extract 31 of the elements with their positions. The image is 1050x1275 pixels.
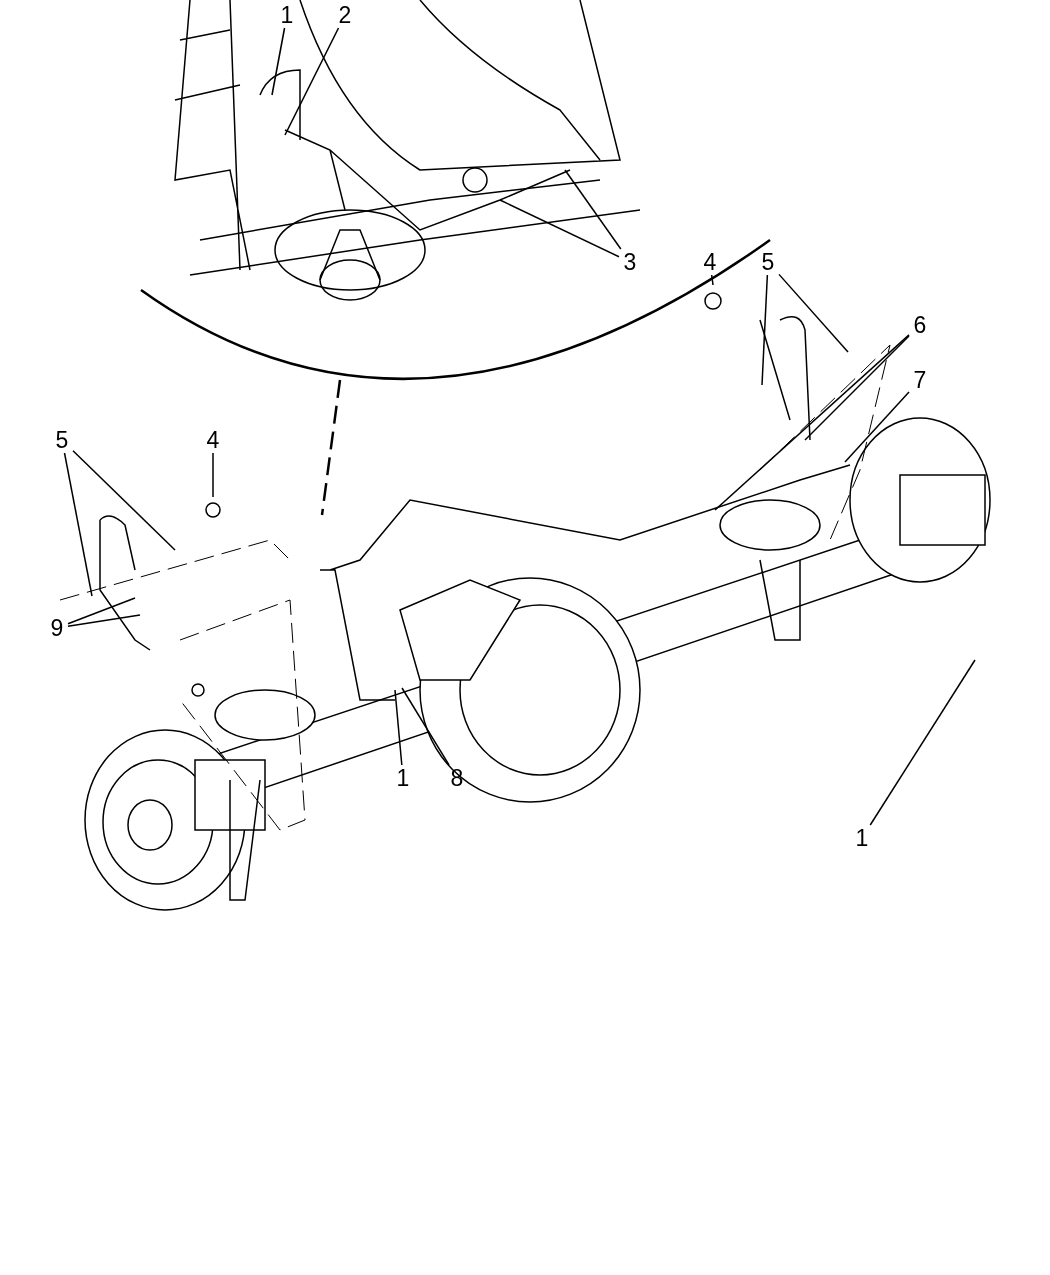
callout-number: 4 bbox=[203, 428, 223, 452]
leader-line bbox=[63, 452, 93, 597]
callout-number: 1 bbox=[277, 3, 297, 27]
leader-line bbox=[869, 659, 976, 826]
leader-line bbox=[499, 199, 620, 258]
leader-line bbox=[212, 452, 214, 498]
callout-number: 8 bbox=[447, 766, 467, 790]
callout-number: 6 bbox=[910, 313, 930, 337]
leader-line bbox=[761, 274, 769, 386]
callout-number: 5 bbox=[758, 250, 778, 274]
leader-line bbox=[714, 334, 910, 511]
callout-number: 7 bbox=[910, 368, 930, 392]
leader-line bbox=[804, 335, 910, 441]
leader-line bbox=[271, 27, 286, 96]
callout-number: 9 bbox=[47, 616, 67, 640]
leader-line bbox=[844, 391, 910, 463]
callout-number: 2 bbox=[335, 3, 355, 27]
leader-line bbox=[284, 27, 340, 136]
leader-line bbox=[710, 274, 714, 286]
callout-number: 1 bbox=[393, 766, 413, 790]
callout-number: 1 bbox=[852, 826, 872, 850]
leader-line bbox=[778, 273, 849, 353]
leader-line bbox=[401, 687, 450, 766]
leader-line bbox=[67, 597, 136, 625]
leader-line bbox=[72, 449, 176, 551]
callout-number: 3 bbox=[620, 250, 640, 274]
leader-line bbox=[67, 614, 141, 628]
callout-number: 4 bbox=[700, 250, 720, 274]
leader-line bbox=[564, 169, 622, 250]
leader-line bbox=[394, 689, 403, 766]
callout-number: 5 bbox=[52, 428, 72, 452]
